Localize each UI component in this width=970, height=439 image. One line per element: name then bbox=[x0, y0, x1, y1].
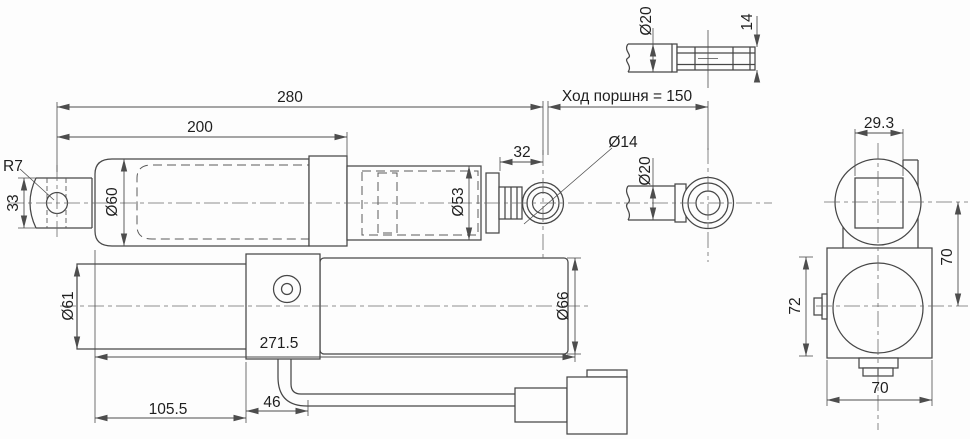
dim-side-block-height: 72 bbox=[787, 297, 804, 314]
dim-motor-front-diameter: Ø61 bbox=[60, 291, 77, 320]
dim-piston-stroke: Ход поршня = 150 bbox=[562, 88, 693, 105]
side-square-hole bbox=[854, 177, 904, 229]
dim-tip-flats: 14 bbox=[739, 13, 756, 31]
dim-tip-diameter: Ø20 bbox=[638, 6, 655, 36]
motor-tube-front bbox=[76, 263, 248, 350]
side-button bbox=[813, 297, 823, 316]
dim-lower-length: 271.5 bbox=[260, 335, 299, 352]
dim-gland-length: 32 bbox=[513, 144, 530, 161]
release-button bbox=[272, 274, 302, 304]
dim-side-axis-distance: 70 bbox=[939, 248, 956, 266]
dim-overall-length: 280 bbox=[277, 89, 303, 106]
dim-rear-mount-width: 33 bbox=[5, 194, 22, 211]
dim-front-diameter: Ø53 bbox=[450, 187, 467, 216]
dim-motor-rear-diameter: Ø66 bbox=[555, 291, 572, 320]
dimension-labels: 280 200 Ход поршня = 150 Ø20 14 R7 33 Ø6… bbox=[3, 6, 956, 418]
side-view bbox=[813, 158, 933, 377]
dim-side-block-width: 70 bbox=[871, 380, 889, 397]
dim-motor-front-length: 105.5 bbox=[149, 401, 188, 418]
dim-eye-hole-diameter: Ø14 bbox=[608, 134, 638, 151]
connector-plug bbox=[514, 369, 628, 435]
cylinder-hidden-bore bbox=[136, 164, 316, 240]
dim-rear-eye-radius: R7 bbox=[3, 158, 23, 175]
tip-collar bbox=[671, 43, 678, 73]
mounting-collar bbox=[308, 155, 348, 247]
gear-block bbox=[245, 253, 321, 360]
dim-side-square-width: 29.3 bbox=[864, 115, 894, 132]
dim-body-length: 200 bbox=[187, 119, 213, 136]
dim-rod-diameter: Ø20 bbox=[637, 156, 654, 186]
side-connector-tab bbox=[858, 357, 899, 369]
dim-body-diameter: Ø60 bbox=[104, 187, 121, 217]
dim-block-width: 46 bbox=[263, 394, 280, 411]
dimensions bbox=[18, 16, 962, 423]
side-button-base bbox=[821, 293, 828, 320]
cylinder-body bbox=[94, 158, 310, 247]
centerlines bbox=[8, 143, 968, 430]
power-cable bbox=[277, 359, 515, 407]
rod-tip-detail-view bbox=[625, 30, 756, 88]
